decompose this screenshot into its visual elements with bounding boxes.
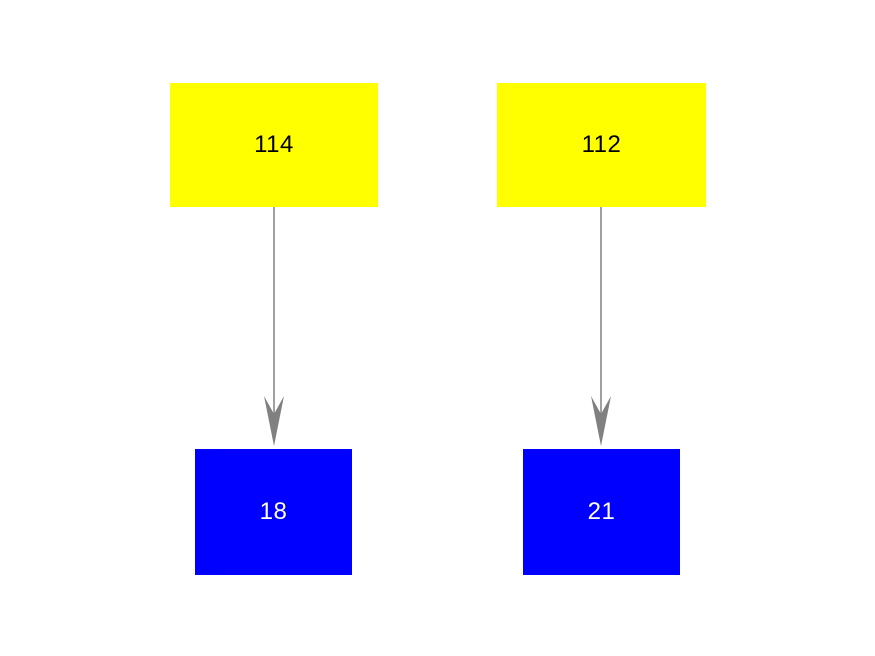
node-114: 114: [170, 83, 378, 207]
edge-114-to-18: [264, 207, 284, 446]
node-18-label: 18: [259, 498, 288, 525]
edge-112-to-21: [591, 207, 611, 446]
node-21: 21: [523, 449, 680, 575]
node-114-label: 114: [254, 131, 294, 158]
arrowhead-icon: [264, 396, 284, 446]
node-21-label: 21: [587, 498, 616, 525]
node-112-label: 112: [581, 131, 622, 158]
arrowhead-icon: [591, 396, 611, 446]
node-18: 18: [195, 449, 352, 575]
node-112: 112: [497, 83, 706, 207]
